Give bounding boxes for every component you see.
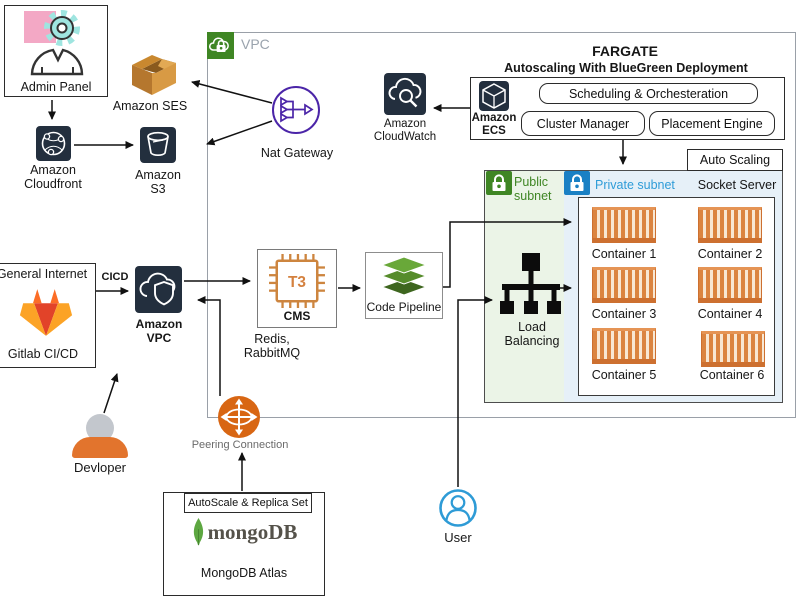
ecs-icon bbox=[479, 81, 509, 111]
gitlab-icon bbox=[17, 287, 75, 337]
container-5-label: Container 5 bbox=[591, 368, 657, 382]
peering-connection-label: Peering Connection bbox=[191, 439, 289, 451]
container-6-label: Container 6 bbox=[699, 368, 765, 382]
vpc-icon bbox=[207, 32, 234, 59]
private-subnet-lock-icon bbox=[564, 171, 590, 195]
cluster-manager-box: Cluster Manager bbox=[521, 111, 645, 136]
public-subnet-label: Public subnet bbox=[514, 175, 552, 204]
general-internet-title: General Internet bbox=[0, 267, 88, 281]
edge-developer-to-gitlab bbox=[103, 373, 119, 414]
container-1-icon bbox=[592, 207, 656, 243]
amazon-vpc-label: Amazon VPC bbox=[135, 317, 183, 345]
code-pipeline-icon bbox=[381, 256, 427, 297]
cloudwatch-label: Amazon CloudWatch bbox=[373, 118, 437, 144]
mongodb-logo: mongoDB bbox=[163, 518, 325, 546]
load-balancing-label: Load Balancing bbox=[504, 320, 560, 349]
ecs-label: Amazon ECS bbox=[471, 112, 517, 138]
admin-gear-person-icon bbox=[18, 8, 96, 76]
mongodb-badge: AutoScale & Replica Set bbox=[184, 493, 312, 513]
container-3-icon bbox=[592, 267, 656, 303]
gitlab-label: Gitlab CI/CD bbox=[7, 347, 79, 361]
s3-icon bbox=[140, 127, 176, 163]
developer-label: Devloper bbox=[73, 460, 127, 475]
amazon-vpc-icon bbox=[135, 266, 182, 313]
container-6-icon bbox=[701, 331, 765, 367]
cloudfront-label: Amazon Cloudfront bbox=[24, 163, 82, 192]
mongodb-atlas-label: MongoDB Atlas bbox=[200, 566, 288, 580]
container-4-icon bbox=[698, 267, 762, 303]
fargate-subtitle: Autoscaling With BlueGreen Deployment bbox=[504, 61, 748, 75]
code-pipeline-label: Code Pipeline bbox=[366, 300, 442, 314]
container-3-label: Container 3 bbox=[591, 307, 657, 321]
mongodb-logo-text: mongoDB bbox=[207, 519, 298, 544]
private-subnet-label: Private subnet bbox=[595, 178, 675, 192]
load-balancer-icon bbox=[500, 253, 562, 315]
cloudfront-icon bbox=[36, 126, 71, 161]
developer-icon bbox=[72, 414, 128, 458]
container-5-icon bbox=[592, 328, 656, 364]
container-2-label: Container 2 bbox=[697, 247, 763, 261]
fargate-title: FARGATE bbox=[592, 43, 658, 59]
auto-scaling-box: Auto Scaling bbox=[687, 149, 783, 171]
s3-label: Amazon S3 bbox=[135, 168, 181, 197]
scheduling-box: Scheduling & Orchesteration bbox=[539, 83, 758, 104]
container-1-label: Container 1 bbox=[591, 247, 657, 261]
redis-rabbitmq-label: Redis, RabbitMQ bbox=[243, 332, 301, 361]
container-2-icon bbox=[698, 207, 762, 243]
vpc-boundary bbox=[207, 32, 796, 418]
ses-icon bbox=[128, 52, 180, 98]
nat-gateway-label: Nat Gateway bbox=[260, 146, 334, 160]
cms-label: CMS bbox=[283, 309, 311, 323]
socket-server-label: Socket Server bbox=[697, 178, 777, 192]
cloudwatch-icon bbox=[384, 73, 426, 115]
admin-panel-label: Admin Panel bbox=[20, 80, 92, 94]
public-subnet-lock-icon bbox=[486, 171, 512, 195]
mongodb-leaf-icon bbox=[191, 518, 206, 546]
cms-chip-icon: T3 bbox=[269, 254, 325, 308]
user-icon bbox=[438, 488, 478, 528]
cms-chip-text: T3 bbox=[288, 274, 306, 291]
ses-label: Amazon SES bbox=[112, 99, 188, 113]
placement-engine-box: Placement Engine bbox=[649, 111, 775, 136]
vpc-label: VPC bbox=[241, 36, 270, 52]
container-4-label: Container 4 bbox=[697, 307, 763, 321]
user-label: User bbox=[444, 530, 472, 545]
nat-gateway-icon bbox=[272, 86, 320, 134]
cicd-arrow-label: CICD bbox=[101, 271, 129, 283]
peering-connection-icon bbox=[218, 396, 260, 438]
